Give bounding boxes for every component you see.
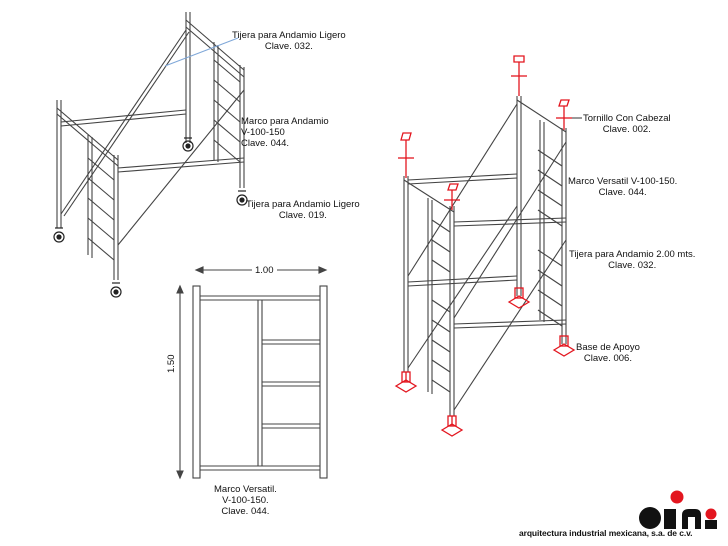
label-clave: Clave. 044. [598,187,647,198]
label-name: Tijera para Andamio 2.00 mts. [569,249,696,260]
label-line2: V-100-150. [222,495,269,506]
screw-jack-top-3 [398,132,414,178]
light-scaffold-illustration [53,12,248,298]
label-clave: Clave. 006. [583,353,632,364]
label-name: Tijera para Andamio Ligero [232,30,346,41]
label-name: Marco Versatil V-100-150. [568,176,678,187]
screw-jack-top-2 [556,99,572,130]
label-name: Tijera para Andamio Ligero [246,199,360,210]
label-name: Base de Apoyo [576,342,640,353]
label-name: Tornillo Con Cabezal [583,113,671,124]
label-tijera-200: Tijera para Andamio 2.00 mts. Clave. 032… [569,249,695,271]
label-base-apoyo: Base de Apoyo Clave. 006. [576,342,640,364]
dimension-width: 1.00 [252,265,277,276]
label-line1: Marco Versatil. [214,484,277,495]
tall-scaffold-illustration [403,96,567,416]
label-marco-versatil-right: Marco Versatil V-100-150. Clave. 044. [568,176,677,198]
label-line2: V-100-150 [241,127,285,138]
screw-jack-top-1 [511,55,527,96]
company-logo [639,490,717,529]
label-marco-versatil-bottom: Marco Versatil. V-100-150. Clave. 044. [214,484,277,517]
label-tornillo: Tornillo Con Cabezal Clave. 002. [583,113,671,135]
label-marco-andamio: Marco para Andamio V-100-150 Clave. 044. [241,116,329,149]
base-plate-2 [440,415,464,437]
base-plate-1 [394,371,418,393]
label-clave: Clave. 032. [608,260,657,271]
label-line1: Marco para Andamio [241,116,329,127]
label-clave: Clave. 032. [264,41,313,52]
base-plate-4 [552,335,576,357]
screw-jacks-and-base-plates [394,55,576,437]
dimension-height: 1.50 [166,351,177,376]
label-clave: Clave. 044. [241,138,290,149]
label-tijera-ligero-019: Tijera para Andamio Ligero Clave. 019. [246,199,360,221]
label-tijera-ligero-032: Tijera para Andamio Ligero Clave. 032. [232,30,346,52]
label-clave: Clave. 019. [278,210,327,221]
company-name: arquitectura industrial mexicana, s.a. d… [519,528,693,538]
frame-elevation-view [176,266,328,480]
label-clave: Clave. 002. [602,124,651,135]
base-plate-3 [507,287,531,309]
label-clave: Clave. 044. [221,506,270,517]
screw-jack-top-4 [444,183,460,210]
